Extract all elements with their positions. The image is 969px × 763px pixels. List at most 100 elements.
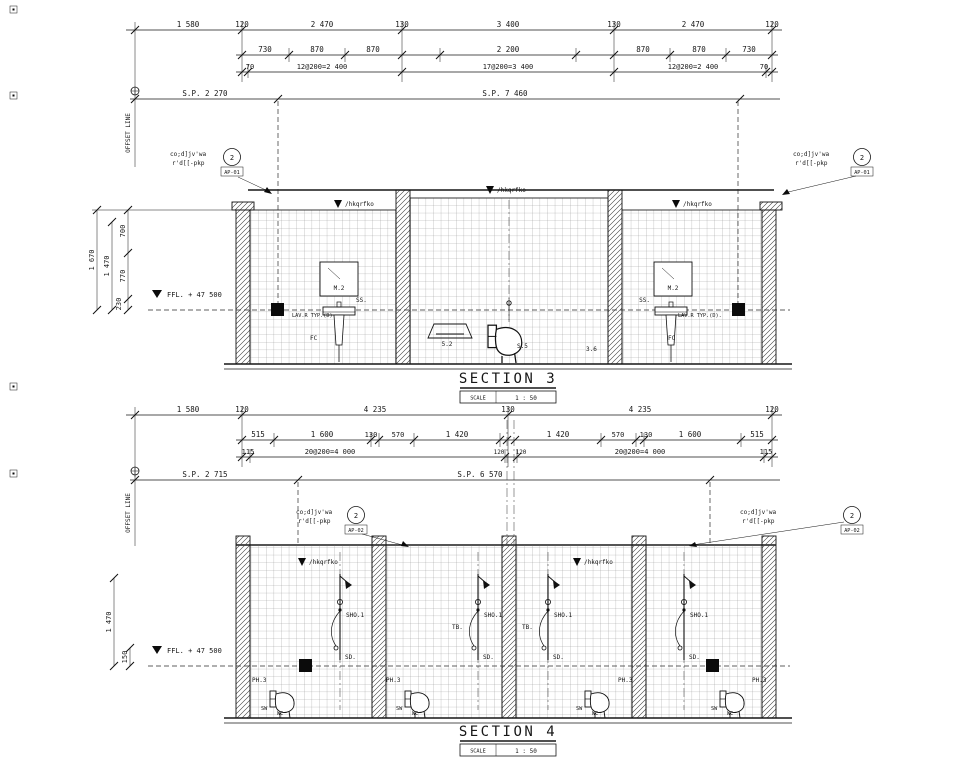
fixture-label: PH.3: [386, 677, 401, 684]
dim-label: 4 235: [629, 405, 652, 414]
dim-label: 130: [607, 20, 621, 29]
scale-value: 1 : 50: [515, 395, 537, 402]
callout-bubble: [843, 506, 861, 524]
level-marker-icon: [152, 290, 162, 298]
fixture-label: PH.3: [752, 677, 767, 684]
sp-label: S.P. 2 715: [182, 470, 227, 479]
fixture-label: SW: [261, 706, 268, 712]
fixture-label: SW: [576, 706, 583, 712]
dim-label: 120: [235, 20, 249, 29]
fixture-label: TB.: [522, 624, 533, 631]
left-dim-label: 150: [121, 651, 129, 664]
dim-label: 120: [516, 449, 527, 456]
fixture-label: WC: [412, 711, 418, 717]
fixture-label: FC: [310, 335, 318, 342]
scale-label: SCALE: [470, 749, 486, 755]
s4-left-dims: 1 470 150: [105, 573, 135, 671]
dim-label: 12@200=2 400: [297, 63, 348, 71]
dim-label: 2 200: [497, 45, 520, 54]
fixture-label: SD.: [689, 654, 700, 661]
callout-bubble: [347, 506, 365, 524]
finish-marker-icon: [486, 186, 494, 194]
dim-label: 730: [742, 45, 756, 54]
finish-marker-label: /hkqrfko: [345, 201, 374, 208]
finish-marker-label: /hkqrfko: [683, 201, 712, 208]
leader-arrow-icon: [401, 541, 409, 547]
fixture-label: SHO.1: [554, 612, 572, 619]
callout-ref: AP-01: [854, 170, 870, 176]
dim-label: 120: [235, 405, 249, 414]
s4-dimension-labels: 1 580 120 4 235 130 4 235 120 515 1 600 …: [177, 405, 780, 479]
dim-label: 570: [612, 431, 625, 439]
dim-label: 20@200=4 000: [615, 448, 666, 456]
squat-pan: [427, 323, 473, 339]
s3-finish-markers: /hkqrfko /hkqrfko /hkqrfko: [334, 186, 712, 208]
dim-label: 870: [310, 45, 324, 54]
dim-label: 870: [636, 45, 650, 54]
fixture-label: TB.: [452, 624, 463, 631]
dim-label: 870: [366, 45, 380, 54]
ffl-label: FFL. + 47 500: [167, 291, 222, 299]
left-dim-label: 1 670: [88, 249, 96, 270]
dim-label: 130: [640, 431, 653, 439]
dim-label: 130: [365, 431, 378, 439]
section-title: SECTION 4: [459, 724, 557, 740]
s3-callout-right: co;d]jv'wa r'd[[-pkp 2 AP-01: [782, 148, 874, 195]
finish-marker-label: /hkqrfko: [497, 187, 526, 194]
fixture-label: SD.: [483, 654, 494, 661]
fixture-label: SW: [711, 706, 718, 712]
dim-label: 730: [258, 45, 272, 54]
offset-line-label: OFFSET LINE: [125, 113, 132, 153]
sp-label: S.P. 7 460: [482, 89, 528, 98]
s3-reference-lines: FFL. + 47 500: [148, 101, 790, 320]
s3-extension-lines: [134, 22, 773, 95]
left-dim-label: 1 470: [103, 255, 111, 276]
dim-label: 570: [392, 431, 405, 439]
dim-label: 870: [692, 45, 706, 54]
dim-label: 1 420: [547, 430, 570, 439]
dim-label: 70: [760, 63, 768, 71]
fixture-label: SHO.1: [690, 612, 708, 619]
callout-text: co;d]jv'wa: [296, 509, 333, 516]
fixture-label: S.5: [517, 343, 528, 350]
finish-marker-icon: [573, 558, 581, 566]
callout-text: co;d]jv'wa: [170, 151, 207, 158]
fixture-label: SD.: [553, 654, 564, 661]
callout-text: r'd[[-pkp: [172, 160, 205, 167]
callout-text: co;d]jv'wa: [740, 509, 777, 516]
fixture-label: WC: [727, 711, 733, 717]
callout-bubble: [223, 148, 241, 166]
fixture-label: WC: [592, 711, 598, 717]
dim-label: 1 580: [177, 405, 200, 414]
fixture-label: SS.: [639, 297, 650, 304]
finish-marker-label: /hkqrfko: [309, 559, 338, 566]
mirror-label: M.2: [334, 285, 345, 292]
callout-text: r'd[[-pkp: [795, 160, 828, 167]
dim-label: 130: [501, 405, 515, 414]
s4-extension-lines: [134, 407, 773, 477]
fixture-label: WC: [277, 711, 283, 717]
mirror: [653, 261, 693, 297]
mirror-label: M.2: [668, 285, 679, 292]
section3: 1 580 120 2 470 130 3 400 130 2 470 120 …: [88, 20, 874, 404]
dim-label: 115: [760, 448, 773, 456]
left-dim-label: 1 470: [105, 611, 113, 632]
dim-label: 1 600: [679, 430, 702, 439]
s3-left-dims: 1 670 1 470 700 770 230: [88, 205, 236, 315]
fixture-label: SW: [396, 706, 403, 712]
left-dim-label: 770: [119, 270, 127, 283]
fixture-label: 3.6: [586, 346, 597, 353]
finish-marker-icon: [334, 200, 342, 208]
s3-offset-line: OFFSET LINE: [125, 86, 140, 167]
wall-block: [271, 303, 284, 316]
dim-label: 515: [750, 430, 764, 439]
sp-label: S.P. 6 570: [457, 470, 503, 479]
fixture-label: SD.: [345, 654, 356, 661]
wall-block: [732, 303, 745, 316]
dim-label: 2 470: [311, 20, 334, 29]
dim-label: 17@200=3 400: [483, 63, 534, 71]
leader-arrow-icon: [782, 189, 790, 195]
leader-arrow-icon: [264, 187, 272, 194]
s4-callout-right: co;d]jv'wa r'd[[-pkp 2 AP-02: [689, 506, 864, 547]
